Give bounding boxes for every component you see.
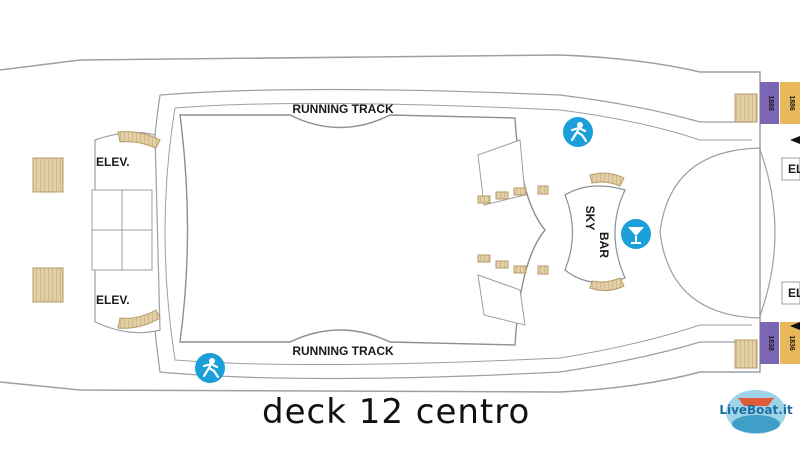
elevator-label: ELEV. [96,293,130,307]
elevator-label: ELEV. [96,155,130,169]
cabin-number: 1886 [788,95,795,111]
running-track-label: RUNNING TRACK [292,344,394,358]
cocktail-icon [621,219,651,249]
hull-outline [0,54,761,393]
cabin-1838 [760,322,779,364]
jogger-icon [195,353,225,383]
cabin-number: 1888 [767,95,774,111]
cabin-1886 [780,82,800,124]
seating-bottom [477,274,526,326]
stairs-curved-bottom [117,309,161,329]
arrow-icon [790,322,800,330]
svg-text:LiveBoat.it: LiveBoat.it [719,403,793,417]
track-inner [164,102,752,366]
cabin-1836 [780,322,800,364]
sky-bar-stairs-top [589,172,625,187]
stairs-left-top [32,157,64,193]
stairs-aft-bottom [734,339,758,369]
elevator-label: ELE [788,286,800,300]
sky-bar-label: BAR [597,232,611,258]
sky-bar-stairs-bottom [589,277,625,292]
deck-caption: deck 12 centro [262,392,531,432]
stairs-aft-top [734,93,758,123]
sky-bar-label: SKY [583,206,597,231]
running-track-label: RUNNING TRACK [292,102,394,116]
cabin-1888 [760,82,779,124]
cabin-number: 1836 [788,335,795,351]
cabin-number: 1838 [767,335,774,351]
aft-atrium [659,147,761,319]
stairs-curved-top [117,131,161,149]
liveboat-logo: LiveBoat.it [719,390,793,434]
arrow-icon [790,136,800,144]
stairs-left-bottom [32,267,64,303]
jogger-icon [563,117,593,147]
elevator-label: ELE [788,162,800,176]
sky-bar-area [564,185,626,284]
